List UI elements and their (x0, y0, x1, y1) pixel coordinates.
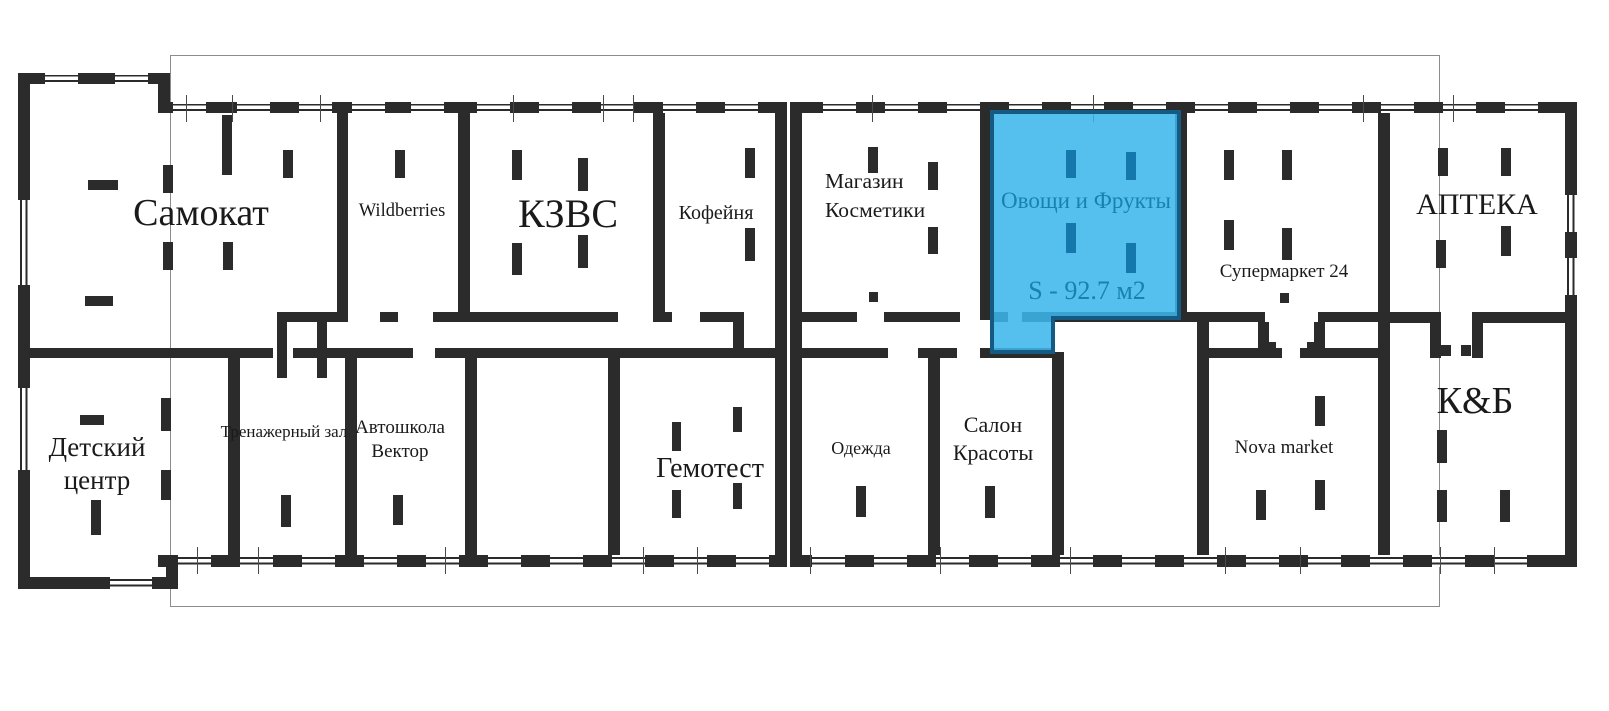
room-label-nova-market: Nova market (1234, 437, 1334, 458)
room-label-apteka: АПТЕКА (1416, 188, 1538, 221)
room-label-gemotest: Гемотест (656, 453, 764, 484)
room-label-odezhda: Одежда (831, 438, 891, 458)
room-label-detskiy-tsentr: Детский центр (48, 432, 146, 495)
room-label-avtoshkola-vektor: Автошкола Вектор (355, 417, 445, 463)
room-label-wildberries: Wildberries (358, 201, 446, 221)
room-label-trenazherny-zal: Тренажерный зал (220, 422, 348, 441)
highlighted-unit-polygon[interactable] (990, 110, 1181, 354)
room-label-supermarket-24: Супермаркет 24 (1219, 261, 1349, 282)
room-label-kofeynya: Кофейня (678, 202, 754, 224)
room-label-magazin-kosmetiki: Магазин Косметики (825, 169, 926, 222)
room-label-salon-krasoty: Салон Красоты (952, 412, 1034, 466)
room-label-samokat: Самокат (133, 192, 269, 234)
room-label-kzvs: КЗВС (517, 191, 619, 236)
highlighted-unit-name: Овощи и Фрукты (1001, 188, 1171, 213)
highlighted-unit-area: S - 92.7 м2 (1028, 276, 1146, 305)
room-label-k-and-b: К&Б (1436, 380, 1514, 422)
